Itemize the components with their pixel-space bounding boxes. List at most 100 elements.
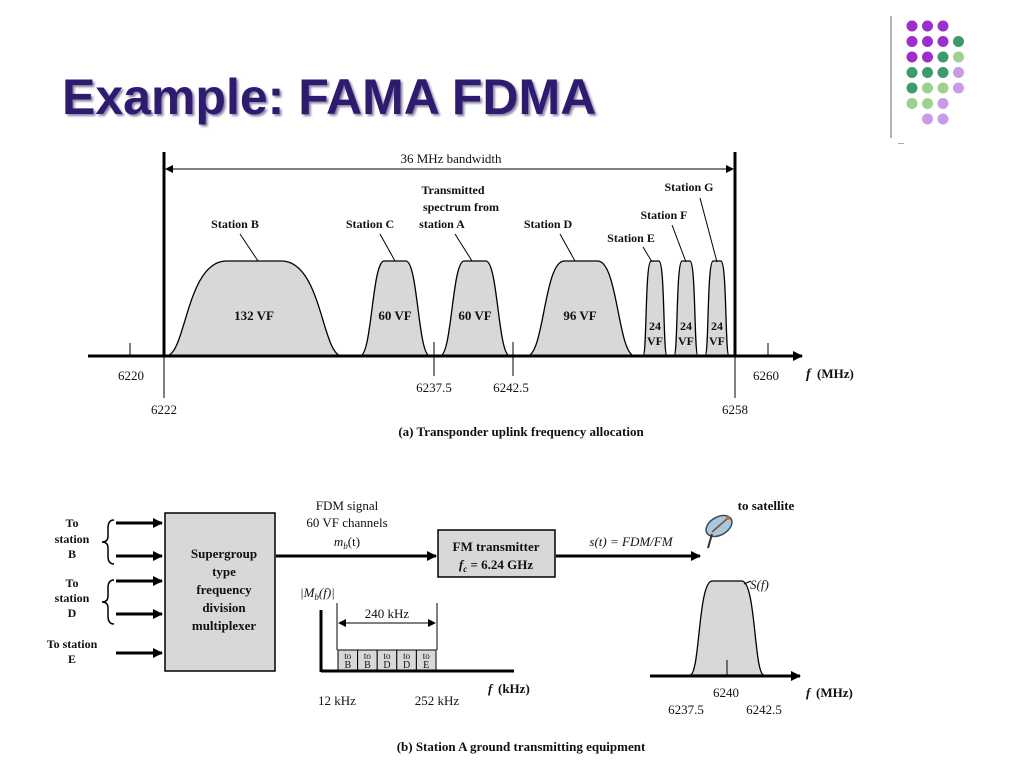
fdm-mb-sub: b (343, 541, 348, 551)
deco-dot (906, 98, 918, 109)
st-label: s(t) = FDM/FM (589, 534, 673, 549)
fdm-mb-main: m (334, 534, 343, 549)
input-d-1: To (66, 576, 79, 590)
sf-lo: 6237.5 (668, 702, 704, 717)
figure-b: To station B To station D To station E S… (47, 498, 853, 754)
band-station-c (359, 260, 431, 357)
deco-dot (906, 20, 918, 32)
mux-line-2: type (212, 564, 236, 579)
mb-label-b: (f)| (319, 585, 335, 600)
figure-a: 36 MHz bandwidth 132 VF 60 VF 60 VF 96 V… (88, 151, 854, 439)
band-label-a: 60 VF (458, 308, 491, 323)
mb-width: 240 kHz (365, 606, 410, 621)
sf-label: S(f) (750, 577, 769, 592)
brace-b (101, 519, 115, 565)
mb-slot-bottom: B (364, 660, 371, 671)
slide-title: Example: FAMA FDMA (62, 69, 597, 125)
mb-slot-bottom: E (423, 660, 429, 671)
mb-slot-top: to (403, 651, 411, 661)
mb-slot-bottom: D (383, 660, 390, 671)
deco-dot (922, 98, 933, 109)
band-label-e-bottom: VF (647, 334, 663, 348)
deco-dot (937, 113, 949, 125)
tick-6237-5: 6237.5 (416, 380, 452, 395)
mb-hi: 252 kHz (415, 693, 460, 708)
axis-a-unit: (MHz) (817, 366, 854, 381)
sf-axis-f: f (806, 685, 812, 700)
station-d-label: Station D (524, 217, 573, 231)
fm-transmitter-box (437, 529, 556, 578)
axis-a-f: f (806, 367, 812, 382)
decorative-dot-grid (890, 16, 964, 144)
sf-axis-unit: (MHz) (816, 685, 853, 700)
deco-dot (906, 82, 918, 94)
deco-dot (937, 51, 949, 63)
mb-slot-bottom: B (344, 660, 351, 671)
band-station-f (673, 260, 699, 357)
mb-lo: 12 kHz (318, 693, 356, 708)
tick-6260: 6260 (753, 368, 779, 383)
deco-dot (937, 67, 949, 78)
fm-fc-rest: = 6.24 GHz (467, 557, 533, 572)
band-label-g-bottom: VF (709, 334, 725, 348)
rf-spectrum: S(f) 6240 6237.5 6242.5 f (MHz) (650, 577, 853, 717)
mux-line-5: multiplexer (192, 618, 256, 633)
mux-line-3: frequency (196, 582, 252, 597)
deco-dot (922, 20, 933, 32)
input-b-1: To (66, 516, 79, 530)
deco-dot (906, 67, 918, 78)
deco-dot (937, 98, 949, 109)
mb-axis-f: f (488, 681, 494, 696)
mb-slot-top: to (364, 651, 372, 661)
deco-dot (922, 36, 933, 47)
station-g-label: Station G (664, 180, 713, 194)
deco-dot (922, 67, 933, 78)
input-d-2: station (55, 591, 90, 605)
mb-slot-top: to (383, 651, 391, 661)
band-label-c: 60 VF (378, 308, 411, 323)
fdm-line-1: FDM signal (316, 498, 379, 513)
deco-dot (953, 51, 964, 63)
deco-dot (937, 20, 949, 32)
sf-center: 6240 (713, 685, 739, 700)
station-c-label: Station C (346, 217, 394, 231)
station-b-label: Station B (211, 217, 259, 231)
deco-dot (953, 36, 964, 47)
band-station-b (165, 260, 343, 357)
station-a-label-3: station A (419, 217, 465, 231)
station-f-label: Station F (640, 208, 687, 222)
fdm-mb-arg: (t) (348, 534, 360, 549)
mb-axis-unit: (kHz) (498, 681, 530, 696)
mux-line-4: division (202, 600, 246, 615)
caption-b: (b) Station A ground transmitting equipm… (397, 739, 646, 754)
mb-slot-top: to (344, 651, 352, 661)
fm-fc-main: f (459, 557, 465, 572)
deco-dot (906, 36, 918, 47)
deco-dot (906, 51, 918, 63)
fm-line-1: FM transmitter (453, 539, 540, 554)
band-label-e-top: 24 (649, 319, 661, 333)
mb-label-a: |M (300, 585, 316, 600)
input-e-1: To station (47, 637, 98, 651)
fm-fc-sub: c (463, 564, 467, 574)
band-label-b: 132 VF (234, 308, 274, 323)
deco-dot (922, 82, 933, 94)
multiplexer-box (164, 512, 276, 672)
band-label-f-top: 24 (680, 319, 692, 333)
satellite-dish-icon (705, 514, 733, 549)
station-e-label: Station E (607, 231, 655, 245)
brace-d (101, 579, 115, 625)
band-station-g (704, 260, 730, 357)
mux-line-1: Supergroup (191, 546, 257, 561)
mb-slot-top: to (423, 651, 431, 661)
svg-text:|Mb(f)|: |Mb(f)| (300, 585, 335, 602)
input-b-2: station (55, 532, 90, 546)
band-label-g-top: 24 (711, 319, 723, 333)
band-station-e (642, 260, 668, 357)
band-station-d (526, 260, 636, 357)
band-station-a (439, 260, 511, 357)
fdm-line-2: 60 VF channels (306, 515, 387, 530)
deco-dot (953, 82, 964, 94)
